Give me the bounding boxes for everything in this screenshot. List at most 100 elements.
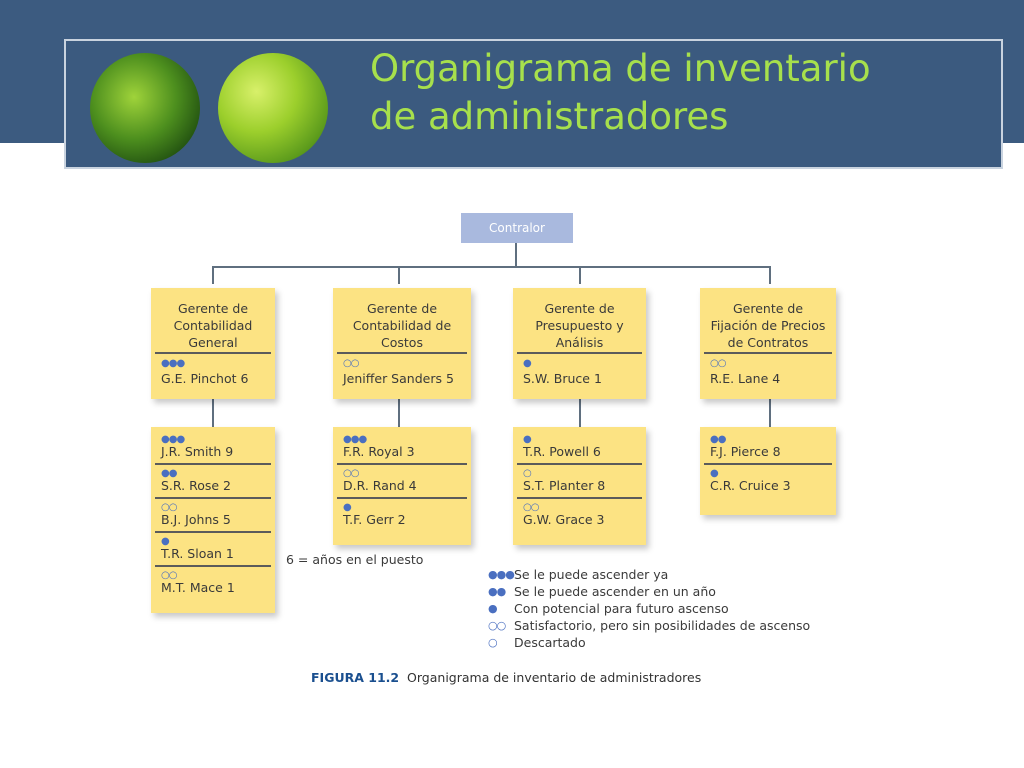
status-dots: ● xyxy=(343,502,352,513)
status-dots: ○○ xyxy=(710,358,726,369)
legend-symbol: ●●● xyxy=(488,568,515,581)
legend-label: Descartado xyxy=(514,635,586,650)
staff-name: F.J. Pierce 8 xyxy=(710,444,781,459)
staff-box: ●●F.J. Pierce 8 ●C.R. Cruice 3 xyxy=(700,427,836,515)
divider xyxy=(155,352,271,354)
branch-connector-2 xyxy=(398,266,400,284)
manager-box: Gerente de Presupuesto y Análisis ● S.W. Bru… xyxy=(513,288,646,399)
legend-label: Con potencial para futuro ascenso xyxy=(514,601,729,616)
status-dots: ○○ xyxy=(161,570,177,581)
status-dots: ● xyxy=(523,434,532,445)
status-dots: ●●● xyxy=(161,434,185,445)
status-dots: ● xyxy=(710,468,719,479)
divider xyxy=(155,497,271,499)
legend-symbol: ○ xyxy=(488,636,498,649)
figure-caption-text: Organigrama de inventario de administrad… xyxy=(407,670,702,685)
manager-title-line: Fijación de Precios xyxy=(710,318,826,333)
staff-box: ●●●F.R. Royal 3 ○○D.R. Rand 4 ●T.F. Gerr 2 xyxy=(333,427,471,545)
manager-box: Gerente de Contabilidad de Costos ○○ Jeniffe… xyxy=(333,288,471,399)
slide-title: Organigrama de inventario de administrad… xyxy=(370,45,990,141)
divider xyxy=(155,531,271,533)
root-node-contralor: Contralor xyxy=(461,213,573,243)
status-dots: ●● xyxy=(710,434,726,445)
slide-title-line-1: Organigrama de inventario xyxy=(370,47,871,90)
manager-title-line: Gerente de xyxy=(177,301,249,316)
manager-name: G.E. Pinchot 6 xyxy=(161,371,249,386)
manager-title-line: de Contratos xyxy=(727,335,809,350)
staff-box: ●T.R. Powell 6 ○S.T. Planter 8 ○○G.W. Grac… xyxy=(513,427,646,545)
staff-connector-4 xyxy=(769,399,771,427)
staff-name: M.T. Mace 1 xyxy=(161,580,235,595)
manager-title: Gerente de Presupuesto y Análisis xyxy=(513,300,646,351)
divider xyxy=(337,463,467,465)
staff-name: T.R. Powell 6 xyxy=(523,444,601,459)
staff-box: ●●●J.R. Smith 9●●S.R. Rose 2○○B.J. Johns… xyxy=(151,427,275,613)
staff-name: S.R. Rose 2 xyxy=(161,478,231,493)
staff-connector-2 xyxy=(398,399,400,427)
status-dots: ●●● xyxy=(343,434,367,445)
leaf-image-1 xyxy=(90,53,200,163)
divider xyxy=(517,497,642,499)
root-connector xyxy=(515,243,517,268)
years-note: 6 = años en el puesto xyxy=(286,552,424,567)
manager-name: Jeniffer Sanders 5 xyxy=(343,371,454,386)
legend-label: Se le puede ascender ya xyxy=(514,567,669,582)
leaf-image-2 xyxy=(218,53,328,163)
divider xyxy=(517,463,642,465)
staff-name: B.J. Johns 5 xyxy=(161,512,231,527)
figure-caption-label: FIGURA 11.2 xyxy=(311,670,400,685)
divider xyxy=(704,463,832,465)
legend-symbol: ● xyxy=(488,602,498,615)
manager-title-line: General xyxy=(188,335,238,350)
staff-name: T.R. Sloan 1 xyxy=(161,546,234,561)
manager-name: R.E. Lane 4 xyxy=(710,371,781,386)
divider xyxy=(517,352,642,354)
staff-name: G.W. Grace 3 xyxy=(523,512,605,527)
manager-title-line: Gerente de xyxy=(366,301,438,316)
status-dots: ○○ xyxy=(161,502,177,513)
manager-title-line: Análisis xyxy=(555,335,604,350)
status-dots: ● xyxy=(523,358,532,369)
manager-title-line: Gerente de xyxy=(544,301,615,316)
branch-connector-1 xyxy=(212,266,214,284)
divider xyxy=(337,497,467,499)
divider xyxy=(155,463,271,465)
status-dots: ○ xyxy=(523,468,532,479)
divider xyxy=(155,565,271,567)
status-dots: ●●● xyxy=(161,358,185,369)
status-dots: ○○ xyxy=(523,502,539,513)
staff-name: C.R. Cruice 3 xyxy=(710,478,791,493)
legend-symbol: ○○ xyxy=(488,619,506,632)
staff-name: D.R. Rand 4 xyxy=(343,478,417,493)
horizontal-connector xyxy=(212,266,771,268)
legend-symbol: ●● xyxy=(488,585,506,598)
status-dots: ○○ xyxy=(343,358,359,369)
manager-title-line: Costos xyxy=(381,335,423,350)
slide-title-line-2: de administradores xyxy=(370,95,729,138)
staff-name: S.T. Planter 8 xyxy=(523,478,606,493)
manager-title-line: Contabilidad xyxy=(173,318,253,333)
status-dots: ●● xyxy=(161,468,177,479)
status-dots: ○○ xyxy=(343,468,359,479)
staff-name: F.R. Royal 3 xyxy=(343,444,415,459)
branch-connector-4 xyxy=(769,266,771,284)
divider xyxy=(704,352,832,354)
manager-title-line: Gerente de xyxy=(732,301,804,316)
manager-title: Gerente de Contabilidad de Costos xyxy=(333,300,471,351)
staff-name: T.F. Gerr 2 xyxy=(343,512,406,527)
legend-label: Se le puede ascender en un año xyxy=(514,584,716,599)
legend-label: Satisfactorio, pero sin posibilidades de… xyxy=(514,618,811,633)
staff-connector-3 xyxy=(579,399,581,427)
divider xyxy=(337,352,467,354)
manager-name: S.W. Bruce 1 xyxy=(523,371,602,386)
staff-connector-1 xyxy=(212,399,214,427)
branch-connector-3 xyxy=(579,266,581,284)
staff-name: J.R. Smith 9 xyxy=(161,444,234,459)
manager-title-line: Contabilidad de xyxy=(352,318,452,333)
figure-caption: FIGURA 11.2 Organigrama de inventario de… xyxy=(311,670,701,685)
manager-title: Gerente de Fijación de Precios de Contrato… xyxy=(700,300,836,351)
manager-title-line: Presupuesto y xyxy=(535,318,624,333)
status-dots: ● xyxy=(161,536,170,547)
